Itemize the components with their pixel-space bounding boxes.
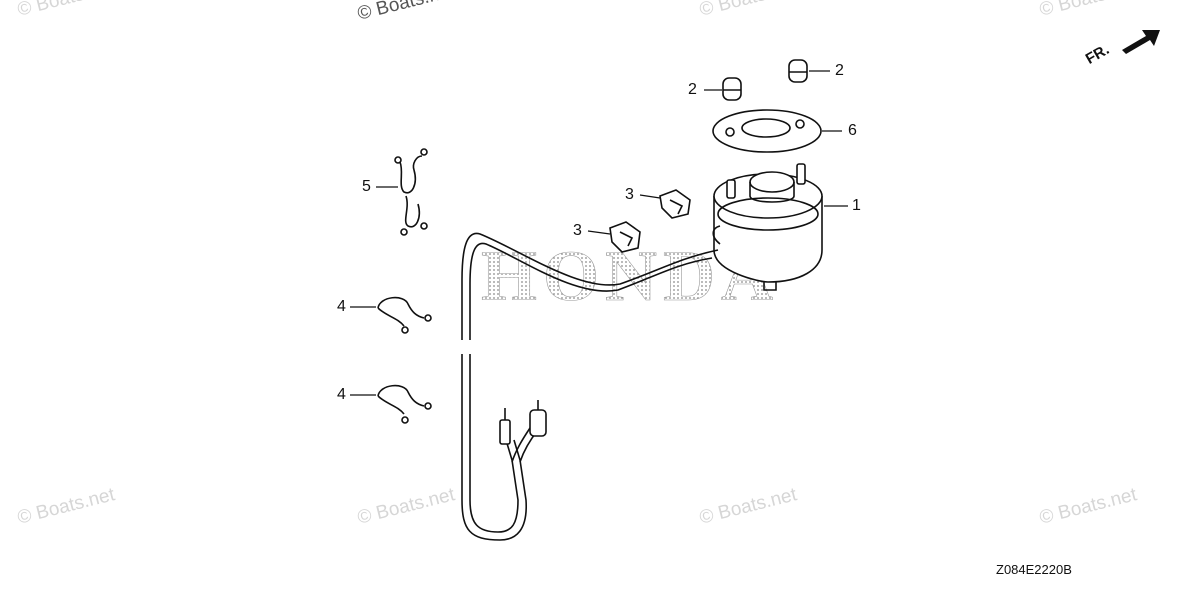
callout-number-5[interactable]: 5 <box>362 178 371 195</box>
part-3-wire-clamp-upper <box>659 189 691 219</box>
part-6-gasket <box>712 109 822 153</box>
callout-number-3-upper[interactable]: 3 <box>625 186 634 203</box>
part-1-coil-housing <box>712 163 823 291</box>
part-2-cap-nut-right <box>788 59 808 83</box>
wire-harness <box>461 232 719 541</box>
callout-leader-lines <box>350 70 848 396</box>
part-2-cap-nut-left <box>722 77 742 101</box>
callout-number-2-left[interactable]: 2 <box>688 81 697 98</box>
callout-number-4-lower[interactable]: 4 <box>337 386 346 403</box>
part-4-wire-clip-upper <box>377 296 432 334</box>
callout-number-6[interactable]: 6 <box>848 122 857 139</box>
callout-number-2-right[interactable]: 2 <box>835 62 844 79</box>
part-3-wire-clamp-lower <box>609 221 641 253</box>
part-5-wire-band <box>394 148 428 236</box>
callout-number-3-lower[interactable]: 3 <box>573 222 582 239</box>
drawing-code: Z084E2220B <box>996 562 1072 577</box>
front-direction-arrow-icon <box>1122 30 1160 54</box>
callout-number-4-upper[interactable]: 4 <box>337 298 346 315</box>
callout-number-1[interactable]: 1 <box>852 197 861 214</box>
part-4-wire-clip-lower <box>377 384 432 424</box>
